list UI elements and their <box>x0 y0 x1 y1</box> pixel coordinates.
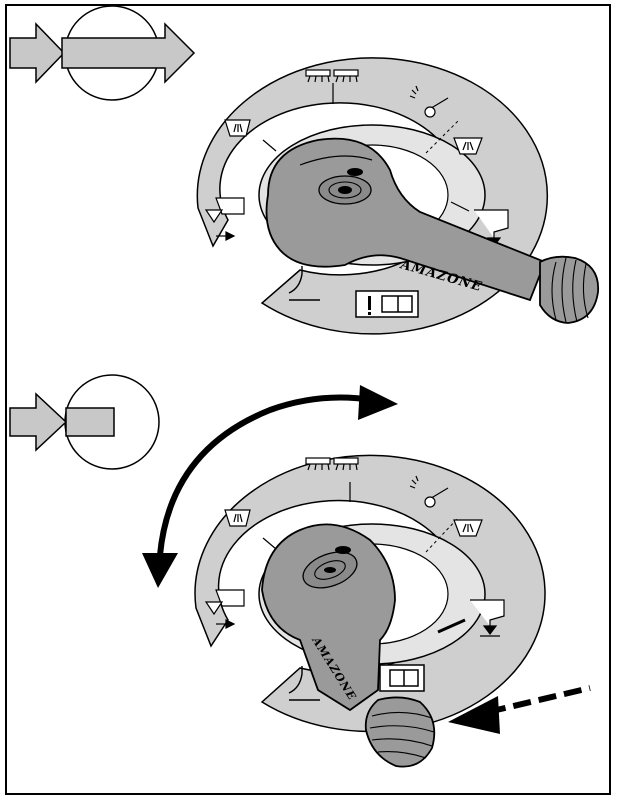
tank-spray-icon <box>224 119 251 137</box>
tank-spray-icon-2 <box>224 509 251 527</box>
boom-sections-icon <box>305 69 359 83</box>
push-in-arrow-icon <box>9 374 160 470</box>
hose-icon <box>288 266 320 301</box>
rotate-arrow-icon <box>142 385 398 588</box>
step-2-panel: AMAZONE <box>9 374 591 768</box>
warning-manual-icon <box>355 290 419 318</box>
tank-fill-icon-2 <box>204 589 245 629</box>
tank-drain-icon-2 <box>470 599 505 637</box>
double-push-arrow-icon <box>9 5 196 101</box>
hose-icon-2 <box>288 666 320 701</box>
step-1-panel: AMAZONE <box>9 5 599 335</box>
push-direction-arrow-icon <box>448 685 591 734</box>
boom-sections-icon-2 <box>305 457 359 471</box>
spray-gun-icon <box>409 85 449 118</box>
tank-fill-icon <box>204 197 245 241</box>
nozzle-rinse-icon-2 <box>453 519 483 537</box>
warning-manual-icon-2 <box>379 664 425 692</box>
figure-frame <box>5 4 611 795</box>
spray-gun-icon-2 <box>409 475 449 508</box>
nozzle-rinse-icon <box>453 137 483 155</box>
